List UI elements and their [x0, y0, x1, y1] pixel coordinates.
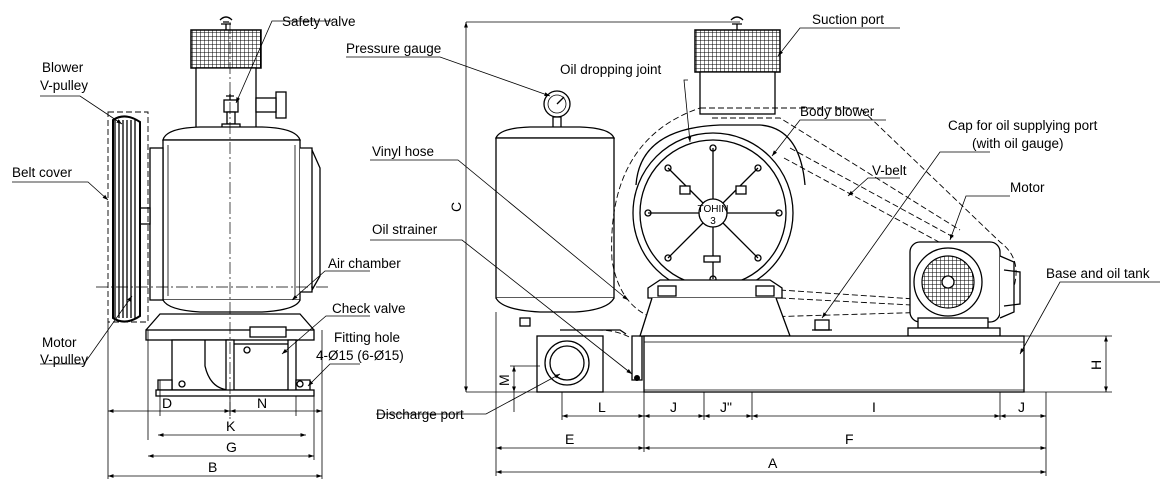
- suction-port-mesh: [694, 29, 781, 73]
- label-motor-v-pulley-2: V-pulley: [40, 352, 88, 367]
- dimension-lines: [107, 21, 1112, 479]
- label-oil-dropping-joint: Oil dropping joint: [560, 62, 662, 77]
- dim-i: I: [872, 399, 876, 415]
- air-chamber-body: [162, 139, 301, 301]
- label-body-blower: Body blower: [800, 104, 875, 119]
- blower-v-pulley: [107, 111, 149, 323]
- dim-l: L: [598, 399, 606, 415]
- dim-j-2: J: [1018, 399, 1025, 415]
- label-blower-v-pulley-2: V-pulley: [40, 78, 88, 93]
- motor: [907, 241, 1021, 337]
- label-fitting-hole-2: 4-Ø15 (6-Ø15): [316, 348, 404, 363]
- label-fitting-hole-1: Fitting hole: [334, 330, 400, 345]
- label-motor-v-pulley-1: Motor: [42, 335, 77, 350]
- v-belt: [783, 147, 956, 249]
- label-base-and-oil-tank: Base and oil tank: [1046, 266, 1150, 281]
- filter-housing: [195, 67, 257, 131]
- dim-j-double-prime: J": [720, 399, 732, 415]
- dim-h: H: [1088, 360, 1104, 370]
- tohin-logo-number: 3: [710, 216, 716, 227]
- tank-dome: [162, 126, 301, 141]
- label-vinyl-hose: Vinyl hose: [372, 144, 434, 159]
- oil-supply-cap: [814, 319, 830, 331]
- dim-e: E: [565, 431, 574, 447]
- front-view: TOHIN 3: [495, 16, 1025, 393]
- dim-f: F: [845, 431, 854, 447]
- label-pressure-gauge: Pressure gauge: [346, 41, 441, 56]
- side-view: [96, 16, 330, 420]
- label-cap-oil-port-1: Cap for oil supplying port: [948, 118, 1098, 133]
- dim-k: K: [226, 418, 236, 434]
- label-suction-port: Suction port: [812, 12, 884, 27]
- dim-j-1: J: [670, 399, 677, 415]
- body-blower: TOHIN 3: [632, 124, 806, 294]
- label-v-belt: V-belt: [872, 163, 907, 178]
- label-oil-strainer: Oil strainer: [372, 222, 438, 237]
- part-labels: Safety valve Blower V-pulley Belt cover …: [12, 12, 1150, 422]
- belt-cover-outline: [611, 107, 1017, 321]
- dim-b: B: [208, 459, 217, 475]
- check-valve-body: [231, 343, 293, 391]
- dim-g: G: [226, 439, 237, 455]
- pressure-gauge: [543, 90, 571, 132]
- dimension-labels: D N K G B C M H L J J" I J E F A: [162, 202, 1104, 475]
- discharge-port: [536, 335, 604, 393]
- dim-c: C: [448, 202, 464, 212]
- front-air-chamber: [495, 137, 615, 299]
- label-blower-v-pulley-1: Blower: [42, 60, 84, 75]
- dim-a: A: [768, 455, 778, 471]
- label-discharge-port: Discharge port: [376, 407, 464, 422]
- base-and-oil-tank: [643, 335, 1025, 393]
- leader-lines: [12, 20, 1160, 415]
- label-motor: Motor: [1010, 180, 1045, 195]
- filter-knob: [221, 21, 231, 30]
- tohin-logo-text: TOHIN: [698, 204, 729, 215]
- dim-m: M: [496, 374, 512, 386]
- dim-n: N: [257, 395, 267, 411]
- label-check-valve: Check valve: [332, 301, 406, 316]
- label-safety-valve: Safety valve: [282, 14, 356, 29]
- label-belt-cover: Belt cover: [12, 165, 73, 180]
- dim-d: D: [162, 395, 172, 411]
- label-air-chamber: Air chamber: [328, 256, 401, 271]
- suction-filter-mesh: [190, 29, 262, 69]
- label-cap-oil-port-2: (with oil gauge): [972, 136, 1064, 151]
